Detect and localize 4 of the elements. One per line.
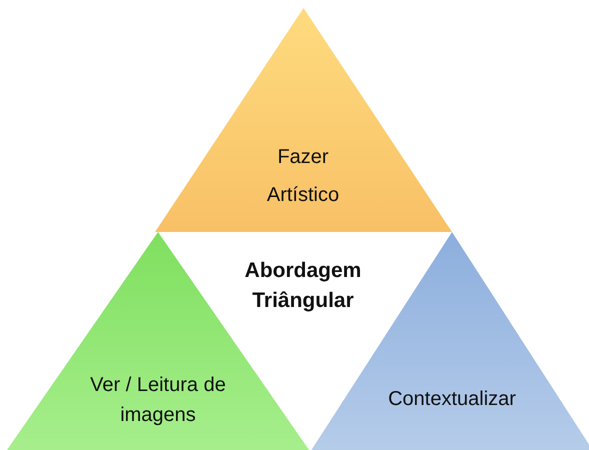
node-label: Contextualizar — [387, 387, 517, 412]
node-label: Fazer Artístico — [266, 145, 340, 208]
center-title: Abordagem Triângular — [244, 258, 362, 314]
node-label: Ver / Leitura de imagens — [89, 373, 227, 428]
